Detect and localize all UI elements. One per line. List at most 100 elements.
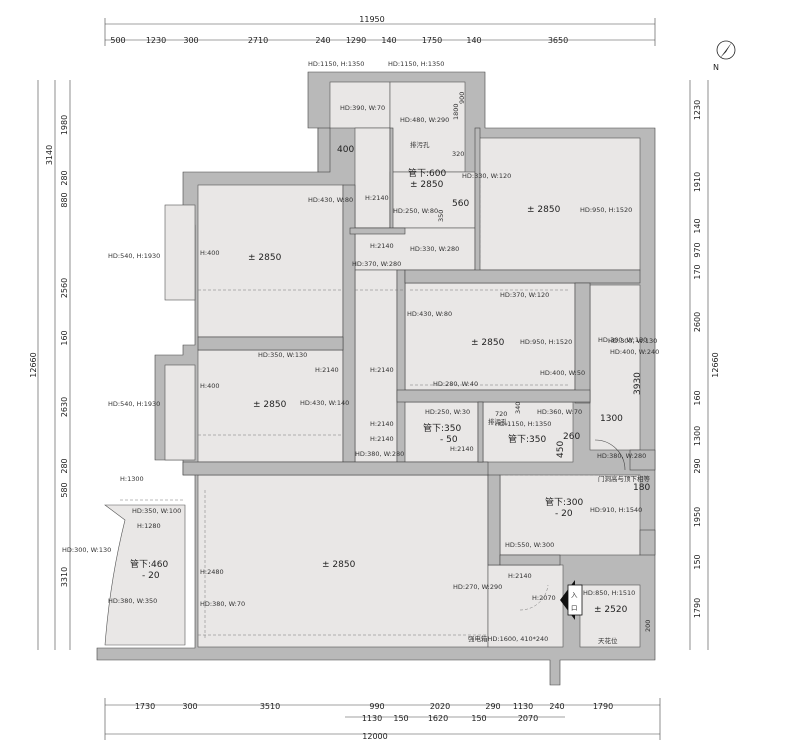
right-segment-dim: 1910 — [693, 172, 702, 192]
north-compass-icon — [716, 40, 736, 60]
annotation: HD:300, W:130 — [608, 337, 657, 345]
annotation: H:2140 — [508, 572, 532, 580]
door-swings — [519, 439, 626, 611]
annotation: HD:550, W:300 — [505, 541, 554, 549]
compass-north-label: N — [713, 63, 719, 72]
entry-mark-label: 口 — [571, 604, 578, 612]
entry-in-label: 入 — [571, 591, 578, 599]
window-label: HD:1150, H:1350 — [308, 60, 364, 68]
bottom-segment-dim: 300 — [182, 702, 197, 711]
bottom-segment-dim: 990 — [369, 702, 384, 711]
dashed-guides — [120, 170, 640, 640]
bottom-segment-dim-2: 1130 — [362, 714, 382, 723]
note-label: 450 — [556, 441, 566, 458]
left-segment-dim: 580 — [60, 482, 69, 497]
top-segment-dim: 140 — [466, 36, 481, 45]
room-height-label: 管下:350 — [508, 433, 546, 445]
window-label: HD:300, W:130 — [598, 336, 647, 344]
top-dimension-lines — [104, 18, 656, 46]
note-label: 400 — [337, 145, 354, 155]
top-segment-dim: 3650 — [548, 36, 568, 45]
room-height-label: ± 2850 — [527, 205, 561, 215]
right-segment-dim: 970 — [693, 242, 702, 257]
annotation: H:400 — [200, 249, 219, 257]
room-height-label: - 50 — [440, 435, 458, 445]
left-segment-dim: 280 — [60, 458, 69, 473]
balcony-west — [104, 504, 186, 646]
bottom-segment-dim: 1730 — [135, 702, 155, 711]
note-label: 门洞高与顶下相等 — [598, 474, 651, 483]
annotation: HD:430, W:140 — [300, 399, 349, 407]
right-segment-dim: 1790 — [693, 598, 702, 618]
left-segment-dim: 2560 — [60, 278, 69, 298]
annotation: H:2140 — [370, 242, 394, 250]
right-segment-dim: 1230 — [693, 100, 702, 120]
bottom-segment-dim: 290 — [485, 702, 500, 711]
bottom-segment-dim-2: 1620 — [428, 714, 448, 723]
annotation: H:1300 — [120, 475, 144, 483]
annotation: H:1280 — [137, 522, 161, 530]
note-label: 340 — [514, 402, 522, 414]
window-label: HD:850, H:1510 — [583, 589, 635, 597]
bay-window-1 — [164, 204, 196, 301]
annotation: HD:270, W:290 — [453, 583, 502, 591]
bay-window-2 — [164, 364, 196, 461]
annotation: HD:380, W:70 — [200, 600, 245, 608]
annotation: HD:350, W:100 — [132, 507, 181, 515]
top-segment-dim: 500 — [110, 36, 125, 45]
left-segment-dim: 280 — [60, 170, 69, 185]
bottom-dimension-lines — [104, 698, 661, 740]
annotation: H:2140 — [450, 445, 474, 453]
living-room — [197, 474, 489, 648]
annotation: HD:360, W:70 — [537, 408, 582, 416]
rooms — [104, 81, 641, 648]
annotation: HD:400, W:240 — [610, 348, 659, 356]
balcony-east — [589, 284, 641, 451]
annotation: H:2070 — [532, 594, 556, 602]
right-segment-dims: 1230191014097017026001601300290195015017… — [693, 100, 702, 618]
bedroom-west-2 — [197, 349, 344, 463]
annotation: HD:330, W:120 — [462, 172, 511, 180]
annotation: H:2140 — [370, 420, 394, 428]
kitchen — [499, 474, 641, 556]
top-segment-dim: 1290 — [346, 36, 366, 45]
bottom-segment-dim: 1130 — [513, 702, 533, 711]
right-total-dim: 12660 — [711, 352, 720, 377]
corridor-north — [354, 127, 391, 229]
bathroom-north — [389, 81, 466, 173]
bottom-segment-dim-2: 150 — [393, 714, 408, 723]
annotation: HD:350, W:130 — [258, 351, 307, 359]
room-height-label: ± 2520 — [594, 605, 628, 615]
bedroom-west-1 — [197, 184, 344, 338]
annotation: HD:430, W:80 — [308, 196, 353, 204]
annotation: H:2140 — [370, 435, 394, 443]
bottom-segment-dim-2: 150 — [471, 714, 486, 723]
inner-walls — [182, 127, 656, 566]
right-segment-dim: 150 — [693, 554, 702, 569]
annotation: HD:370, W:280 — [352, 260, 401, 268]
annotation: H:2140 — [365, 194, 389, 202]
left-segment-dim: 1980 — [60, 115, 69, 135]
annotation: HD:370, W:120 — [500, 291, 549, 299]
note-label: 排污孔 — [488, 417, 508, 426]
top-segment-dim: 300 — [183, 36, 198, 45]
annotation: HD:430, W:80 — [407, 310, 452, 318]
bedroom-northeast — [476, 137, 641, 271]
top-segment-dim: 2710 — [248, 36, 268, 45]
room-height-label: 管下:350 — [423, 422, 461, 434]
room-height-label: ± 2850 — [253, 400, 287, 410]
left-segment-dim: 880 — [60, 192, 69, 207]
room-height-label: ± 2850 — [471, 338, 505, 348]
note-label: 3930 — [633, 372, 643, 395]
window-label: HD:480, W:290 — [400, 116, 449, 124]
room-height-label: - 20 — [555, 509, 573, 519]
note-label: 720 — [495, 410, 507, 418]
top-segment-dim: 1230 — [146, 36, 166, 45]
room-height-label: 管下:600 — [408, 167, 446, 179]
annotation: HD:380, W:280 — [355, 450, 404, 458]
note-label: 180 — [633, 483, 650, 493]
note-label: 1300 — [600, 414, 623, 424]
note-label: 200 — [644, 620, 652, 632]
